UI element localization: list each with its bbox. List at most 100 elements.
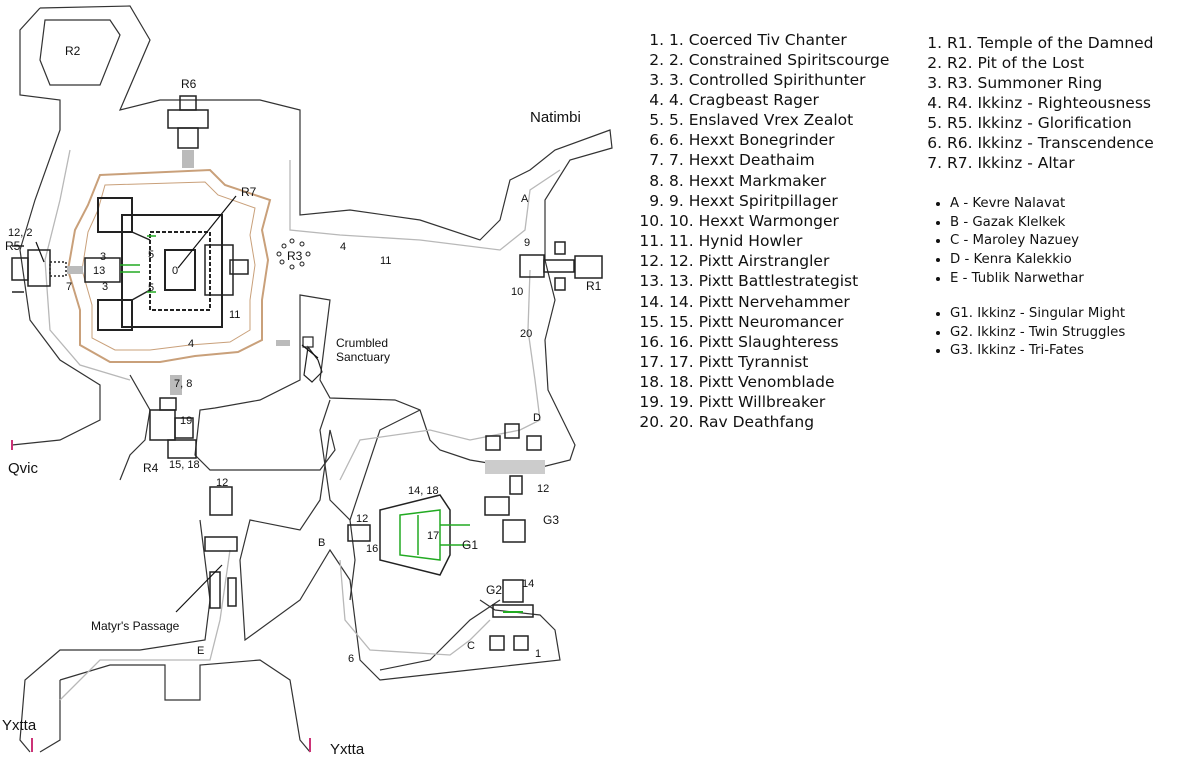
label-npc-b: B — [318, 537, 325, 549]
label-r2: R2 — [65, 44, 81, 58]
label-mob: 12 — [356, 513, 368, 525]
crumbled-sanctuary — [276, 336, 323, 383]
label-npc-e: E — [197, 645, 204, 657]
group-legend-item: G3. Ikkinz - Tri-Fates — [950, 342, 1125, 361]
room-legend-item: R3. Summoner Ring — [947, 73, 1154, 93]
label-mob: 16 — [366, 543, 378, 555]
label-mob: 6 — [348, 653, 354, 665]
npc-legend-item: E - Tublik Narwethar — [950, 270, 1084, 289]
mob-legend-item: 5. Enslaved Vrex Zealot — [669, 110, 889, 130]
label-r7: R7 — [241, 185, 257, 199]
label-crumbled-sanctuary-2: Sanctuary — [336, 350, 390, 364]
mob-legend-item: 4. Cragbeast Rager — [669, 90, 889, 110]
g1-structure — [347, 494, 451, 576]
label-npc-c: C — [467, 640, 475, 652]
altar-highlight — [120, 235, 156, 293]
label-mob: 14, 18 — [408, 485, 439, 497]
label-mob: 3 — [100, 251, 106, 263]
room-legend-item: R1. Temple of the Damned — [947, 33, 1154, 53]
label-mob: 0 — [172, 265, 178, 277]
label-mob: 19 — [180, 415, 192, 427]
room-legend-item: R5. Ikkinz - Glorification — [947, 113, 1154, 133]
label-mob: 10 — [511, 286, 523, 298]
label-mob: 4 — [188, 338, 194, 350]
label-r4: R4 — [143, 461, 159, 475]
room-legend-item: R2. Pit of the Lost — [947, 53, 1154, 73]
label-mob: 11 — [380, 255, 391, 267]
label-mob: 4 — [340, 241, 346, 253]
label-mob: 15, 18 — [169, 459, 200, 471]
label-r6: R6 — [181, 77, 197, 91]
room-legend-item: R6. Ikkinz - Transcendence — [947, 133, 1154, 153]
mob-legend-item: 2. Constrained Spiritscourge — [669, 50, 889, 70]
label-mob: 13 — [93, 265, 105, 277]
mob-legend-item: 10. Hexxt Warmonger — [669, 211, 889, 231]
mob-legend-item: 9. Hexxt Spiritpillager — [669, 191, 889, 211]
label-mob: 12 — [216, 477, 228, 489]
label-crumbled-sanctuary-1: Crumbled — [336, 336, 388, 350]
npc-legend-item: D - Kenra Kalekkio — [950, 251, 1084, 270]
group-legend: G1. Ikkinz - Singular Might G2. Ikkinz -… — [910, 305, 1125, 361]
label-g2: G2 — [486, 583, 502, 597]
r6-structure — [167, 95, 209, 168]
mob-legend-item: 6. Hexxt Bonegrinder — [669, 130, 889, 150]
exit-markers — [11, 440, 311, 752]
pointer-lines — [35, 195, 319, 613]
r5-structure — [11, 245, 83, 293]
inner-path — [44, 149, 561, 701]
label-mob: 12, 2 — [8, 227, 32, 239]
label-mob: 5 — [148, 282, 154, 294]
label-mob: 7, 8 — [174, 378, 192, 390]
label-mob: 11 — [229, 309, 240, 321]
mob-legend-item: 16. Pixtt Slaughteress — [669, 332, 889, 352]
r1-structure — [519, 241, 603, 291]
g1-highlight — [399, 509, 470, 561]
g2-structure — [489, 579, 534, 651]
label-natimbi: Natimbi — [530, 109, 581, 126]
label-matyrs-passage: Matyr's Passage — [91, 619, 180, 633]
pit-outline — [39, 19, 121, 86]
label-mob: 5 — [148, 249, 154, 261]
summoner-ring — [276, 238, 311, 270]
label-mob: 1 — [535, 648, 541, 660]
label-mob: 12 — [537, 483, 549, 495]
label-yxtta-left: Yxtta — [2, 717, 37, 734]
mob-legend-item: 14. Pixtt Nervehammer — [669, 292, 889, 312]
room-legend: R1. Temple of the Damned R2. Pit of the … — [907, 33, 1154, 174]
label-npc-a: A — [521, 193, 529, 205]
mob-legend-item: 19. Pixtt Willbreaker — [669, 392, 889, 412]
label-r3: R3 — [287, 249, 303, 263]
label-mob: 9 — [524, 237, 530, 249]
temple-fortress — [84, 197, 249, 331]
mob-legend: 1. Coerced Tiv Chanter 2. Constrained Sp… — [629, 30, 889, 433]
mob-legend-item: 12. Pixtt Airstrangler — [669, 251, 889, 271]
mob-legend-item: 17. Pixtt Tyrannist — [669, 352, 889, 372]
cave-outline — [11, 5, 613, 753]
mob-legend-item: 8. Hexxt Markmaker — [669, 171, 889, 191]
label-g3: G3 — [543, 513, 559, 527]
npc-legend: A - Kevre Nalavat B - Gazak Klelkek C - … — [910, 195, 1084, 288]
room-legend-item: R4. Ikkinz - Righteousness — [947, 93, 1154, 113]
temple-ring-inner — [81, 181, 256, 351]
zone-map: Natimbi Qvic Yxtta Yxtta Crumbled Sanctu… — [2, 5, 613, 758]
label-yxtta-right: Yxtta — [330, 741, 365, 758]
mob-legend-item: 20. Rav Deathfang — [669, 412, 889, 432]
mob-legend-item: 15. Pixtt Neuromancer — [669, 312, 889, 332]
label-mob: 3 — [102, 281, 108, 293]
mob-legend-item: 1. Coerced Tiv Chanter — [669, 30, 889, 50]
label-npc-d: D — [533, 412, 541, 424]
label-r1: R1 — [586, 279, 602, 293]
temple-ring — [66, 168, 272, 363]
label-r5: R5 — [5, 239, 21, 253]
group-legend-item: G2. Ikkinz - Twin Struggles — [950, 324, 1125, 343]
room-legend-item: R7. Ikkinz - Altar — [947, 153, 1154, 173]
label-mob: 7 — [66, 281, 72, 293]
mob-legend-item: 7. Hexxt Deathaim — [669, 150, 889, 170]
mob-legend-item: 3. Controlled Spirithunter — [669, 70, 889, 90]
mob-legend-item: 13. Pixtt Battlestrategist — [669, 271, 889, 291]
label-mob: 20 — [520, 328, 532, 340]
mob-legend-item: 18. Pixtt Venomblade — [669, 372, 889, 392]
north-passage-structure — [204, 486, 238, 609]
npc-legend-item: B - Gazak Klelkek — [950, 214, 1084, 233]
npc-legend-item: C - Maroley Nazuey — [950, 232, 1084, 251]
